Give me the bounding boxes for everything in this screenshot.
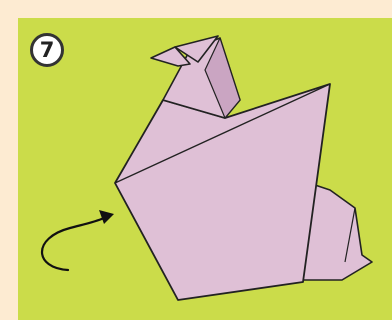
curved-arrow-icon (42, 210, 114, 270)
